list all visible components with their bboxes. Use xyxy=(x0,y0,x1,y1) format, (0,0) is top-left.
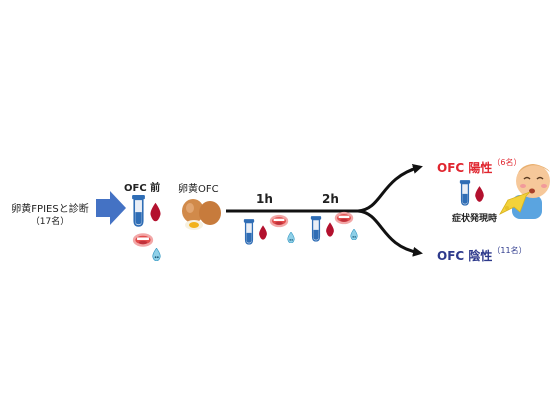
pre-ofc-label: OFC 前 xyxy=(124,183,161,194)
test-tube-icon xyxy=(310,216,322,242)
timepoint-2h-icons xyxy=(310,211,358,242)
saliva-drop-icon xyxy=(350,229,358,240)
test-tube-icon xyxy=(131,195,146,227)
blood-drop-icon xyxy=(475,186,484,202)
saliva-drop-icon xyxy=(152,248,161,261)
diagnosis-count: （17名） xyxy=(30,217,70,227)
challenge-label: 卵黄OFC xyxy=(178,184,219,195)
positive-outcome: OFC 陽性（6名） xyxy=(437,157,521,176)
timepoint-1h-label: 1h xyxy=(256,192,273,206)
saliva-drop-icon xyxy=(287,232,295,243)
egg-icon xyxy=(182,199,221,230)
mouth-icon xyxy=(132,233,154,247)
blood-drop-icon xyxy=(150,202,161,222)
timepoint-1h-icons xyxy=(243,214,295,245)
test-tube-icon xyxy=(459,179,471,206)
negative-label: OFC 陰性 xyxy=(437,249,493,263)
test-tube-icon xyxy=(243,219,255,245)
negative-count: （11名） xyxy=(492,246,527,255)
pre-ofc-icons xyxy=(131,195,161,261)
timepoint-2h-label: 2h xyxy=(322,192,339,206)
blood-drop-icon xyxy=(259,225,267,240)
start-arrow xyxy=(96,191,126,225)
diagnosis-label: 卵黄FPIESと診断 xyxy=(11,204,89,215)
mouth-icon xyxy=(269,214,289,228)
positive-label: OFC 陽性 xyxy=(437,161,493,175)
positive-icons xyxy=(459,179,484,206)
blood-drop-icon xyxy=(326,222,334,237)
symptom-onset-label: 症状発現時 xyxy=(452,214,498,224)
negative-outcome: OFC 陰性（11名） xyxy=(437,245,527,264)
timeline xyxy=(226,164,423,257)
positive-count: （6名） xyxy=(492,158,522,167)
mouth-icon xyxy=(334,211,354,225)
vomiting-baby-icon xyxy=(498,164,550,219)
